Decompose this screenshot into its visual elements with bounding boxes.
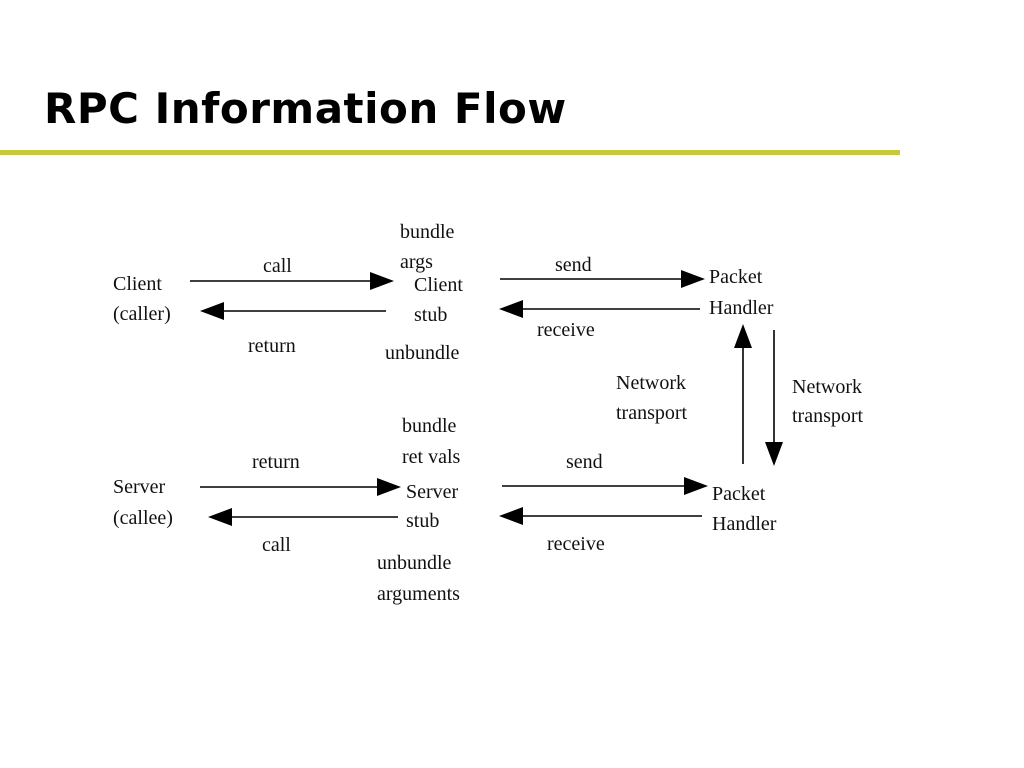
slide-title: RPC Information Flow [44, 84, 567, 133]
network-transport-right-label-2: transport [792, 405, 864, 427]
server-send-arrowhead [684, 477, 708, 495]
client-return-arrowhead [200, 302, 224, 320]
network-down-arrowhead [765, 442, 783, 466]
client-stub-name-label: Client [414, 274, 463, 296]
server-stub-arguments-label: arguments [377, 583, 460, 605]
client-stub-bundle-label: bundle [400, 221, 455, 243]
client-stub-stub-label: stub [414, 304, 447, 326]
client-stub-unbundle-label: unbundle [385, 342, 460, 364]
server-label: Server [113, 476, 166, 498]
client-call-label: call [263, 255, 292, 277]
network-transport-right-label-1: Network [792, 376, 862, 398]
network-transport-left-label-2: transport [616, 402, 688, 424]
client-receive-label: receive [537, 319, 595, 341]
server-call-label: call [262, 534, 291, 556]
client-caller-label: (caller) [113, 303, 171, 325]
client-packet-label: Packet [709, 266, 763, 288]
server-stub-stub-label: stub [406, 510, 439, 532]
server-call-arrowhead [208, 508, 232, 526]
server-stub-bundle-label: bundle [402, 415, 457, 437]
server-return-arrowhead [377, 478, 401, 496]
client-handler-label: Handler [709, 297, 774, 319]
client-return-label: return [248, 335, 296, 357]
server-send-label: send [566, 451, 603, 473]
title-underline [0, 150, 900, 155]
server-stub-retvals-label: ret vals [402, 446, 461, 468]
client-call-arrowhead [370, 272, 394, 290]
client-send-label: send [555, 254, 592, 276]
client-send-arrowhead [681, 270, 705, 288]
client-label: Client [113, 273, 162, 295]
server-packet-label: Packet [712, 483, 766, 505]
server-handler-label: Handler [712, 513, 777, 535]
network-up-arrowhead [734, 324, 752, 348]
client-receive-arrowhead [499, 300, 523, 318]
server-receive-label: receive [547, 533, 605, 555]
server-receive-arrowhead [499, 507, 523, 525]
network-transport-left-label-1: Network [616, 372, 686, 394]
server-stub-unbundle-label: unbundle [377, 552, 452, 574]
server-callee-label: (callee) [113, 507, 173, 529]
server-stub-name-label: Server [406, 481, 459, 503]
server-return-label: return [252, 451, 300, 473]
client-stub-args-label: args [400, 251, 433, 273]
